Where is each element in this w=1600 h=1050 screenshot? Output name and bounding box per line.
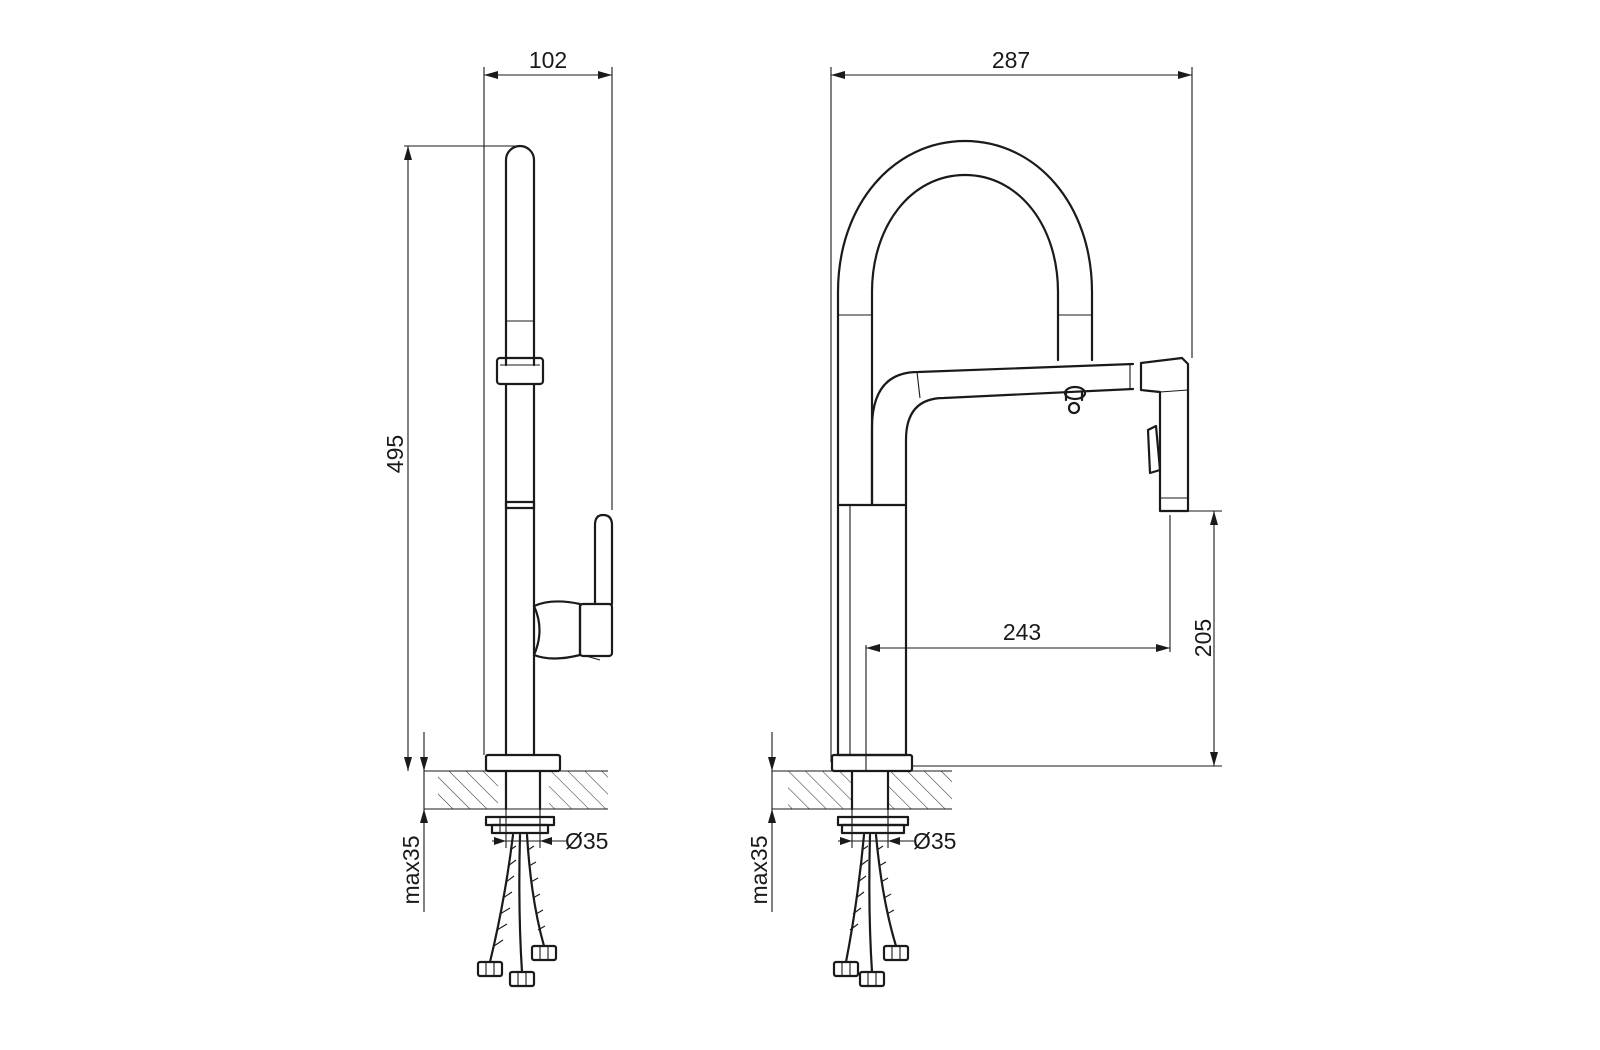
side-max-label: max35 bbox=[398, 835, 424, 904]
front-faucet-body bbox=[830, 139, 1190, 835]
front-reach-label: 243 bbox=[1003, 619, 1041, 645]
side-hole-label: Ø35 bbox=[565, 828, 608, 854]
front-spout-height-label: 205 bbox=[1190, 619, 1216, 657]
front-width-dimension: 287 bbox=[830, 47, 1193, 762]
front-max-dimension: max35 bbox=[746, 732, 776, 912]
side-height-dimension: 495 bbox=[382, 145, 520, 771]
front-hole-label: Ø35 bbox=[913, 828, 956, 854]
side-hole-dimension: Ø35 bbox=[492, 809, 608, 854]
side-view: 102 495 max35 Ø35 bbox=[382, 47, 614, 988]
front-hole-dimension: Ø35 bbox=[838, 809, 956, 854]
front-spout-height-dimension: 205 bbox=[912, 510, 1222, 767]
side-width-dimension: 102 bbox=[483, 47, 613, 755]
front-view: 287 243 205 max35 bbox=[746, 47, 1222, 988]
front-supply-hoses bbox=[832, 833, 910, 988]
side-max-dimension: max35 bbox=[398, 732, 428, 912]
side-width-label: 102 bbox=[529, 47, 567, 73]
side-faucet-body bbox=[484, 144, 614, 835]
front-countertop bbox=[772, 770, 952, 810]
front-reach-dimension: 243 bbox=[865, 515, 1171, 771]
side-supply-hoses bbox=[476, 833, 558, 988]
front-max-label: max35 bbox=[746, 835, 772, 904]
side-countertop bbox=[424, 770, 608, 810]
side-height-label: 495 bbox=[382, 435, 408, 473]
front-width-label: 287 bbox=[992, 47, 1030, 73]
